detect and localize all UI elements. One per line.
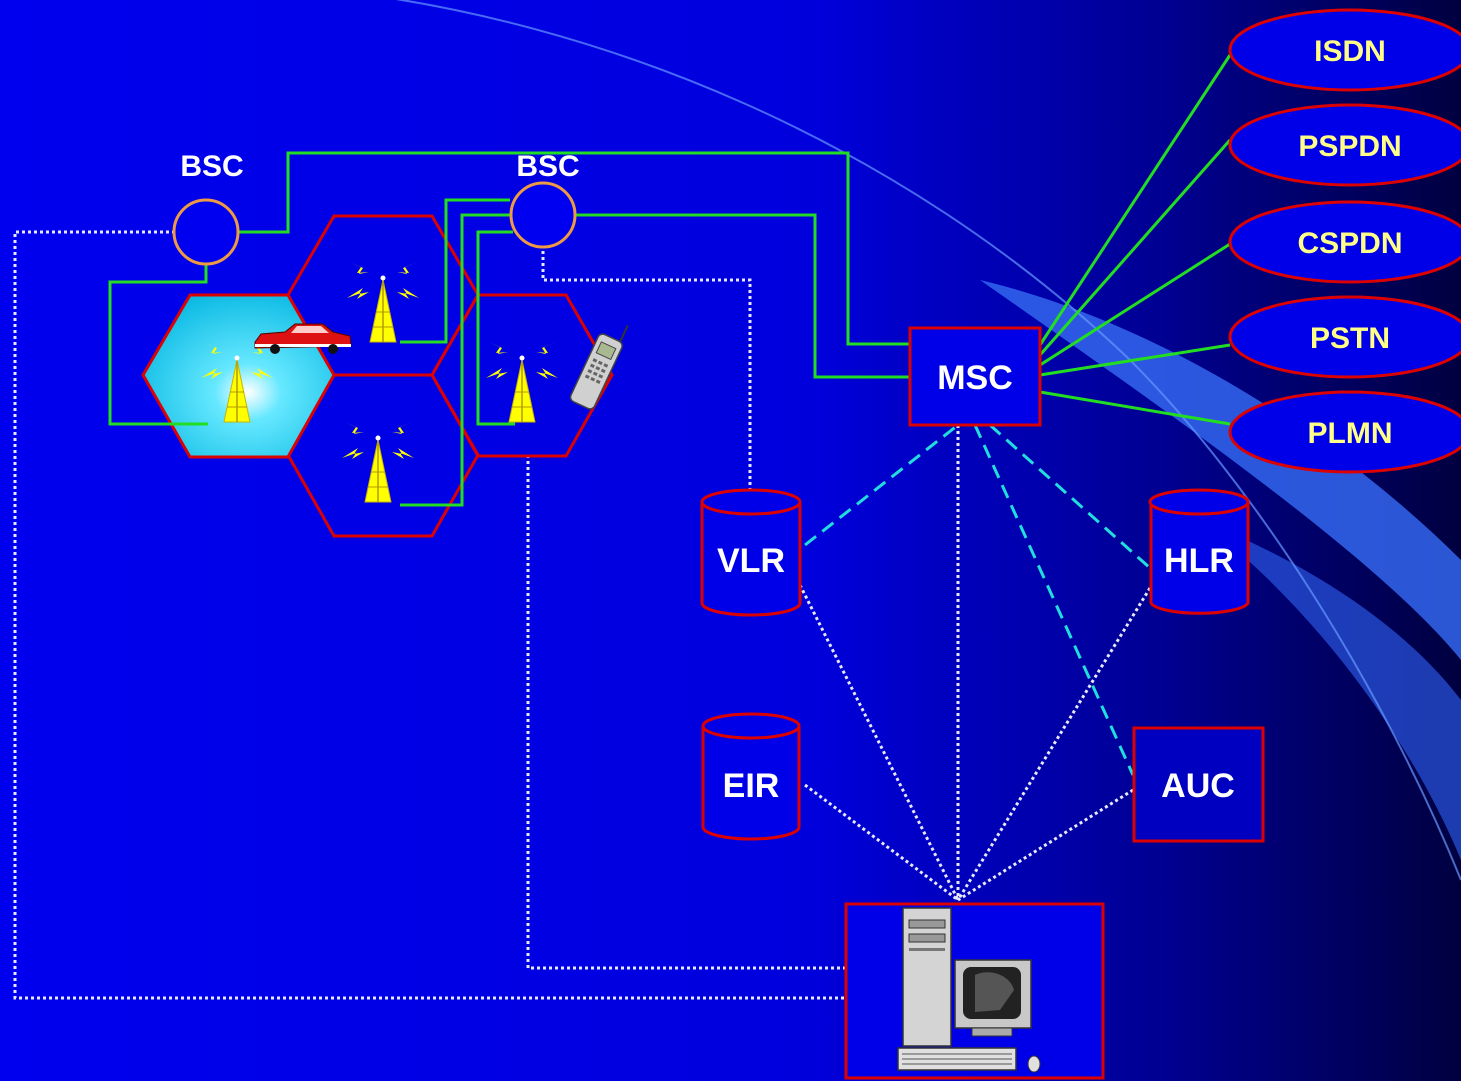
dotted-links xyxy=(13,230,1152,1000)
msc-node xyxy=(908,326,1042,427)
cspdn-node xyxy=(1228,200,1461,284)
bsc-left-label: BSC xyxy=(180,150,243,183)
auc-node xyxy=(1132,726,1265,843)
pstn-label: PSTN xyxy=(1310,322,1390,355)
plmn-node xyxy=(1228,390,1461,474)
external-networks: ISDN PSPDN CSPDN PSTN PLMN xyxy=(1228,8,1461,474)
vlr-label: VLR xyxy=(717,542,785,580)
vlr-database: VLR xyxy=(700,488,802,617)
pspdn-label: PSPDN xyxy=(1298,130,1401,163)
car-icon xyxy=(254,323,352,354)
trunk-links xyxy=(108,54,1232,507)
eir-database: EIR xyxy=(701,712,801,841)
pstn-node xyxy=(1228,295,1461,379)
bsc-right-node xyxy=(509,181,577,249)
msc-label: MSC xyxy=(937,359,1013,397)
computer-workstation-icon xyxy=(897,907,1041,1073)
isdn-node xyxy=(1228,8,1461,92)
eir-label: EIR xyxy=(723,767,780,805)
signal-links xyxy=(804,423,1151,776)
hlr-database: HLR xyxy=(1148,488,1250,615)
isdn-label: ISDN xyxy=(1314,35,1386,68)
bsc-right-label: BSC xyxy=(516,150,579,183)
bsc-left-node xyxy=(172,198,240,266)
hlr-label: HLR xyxy=(1164,542,1234,580)
pspdn-node xyxy=(1228,103,1461,187)
cspdn-label: CSPDN xyxy=(1297,227,1402,260)
auc-label: AUC xyxy=(1161,767,1235,805)
background-swoosh-lower xyxy=(1200,520,1461,860)
plmn-label: PLMN xyxy=(1308,417,1393,450)
background-arc xyxy=(395,0,1461,881)
mobile-phone-icon xyxy=(569,325,629,410)
